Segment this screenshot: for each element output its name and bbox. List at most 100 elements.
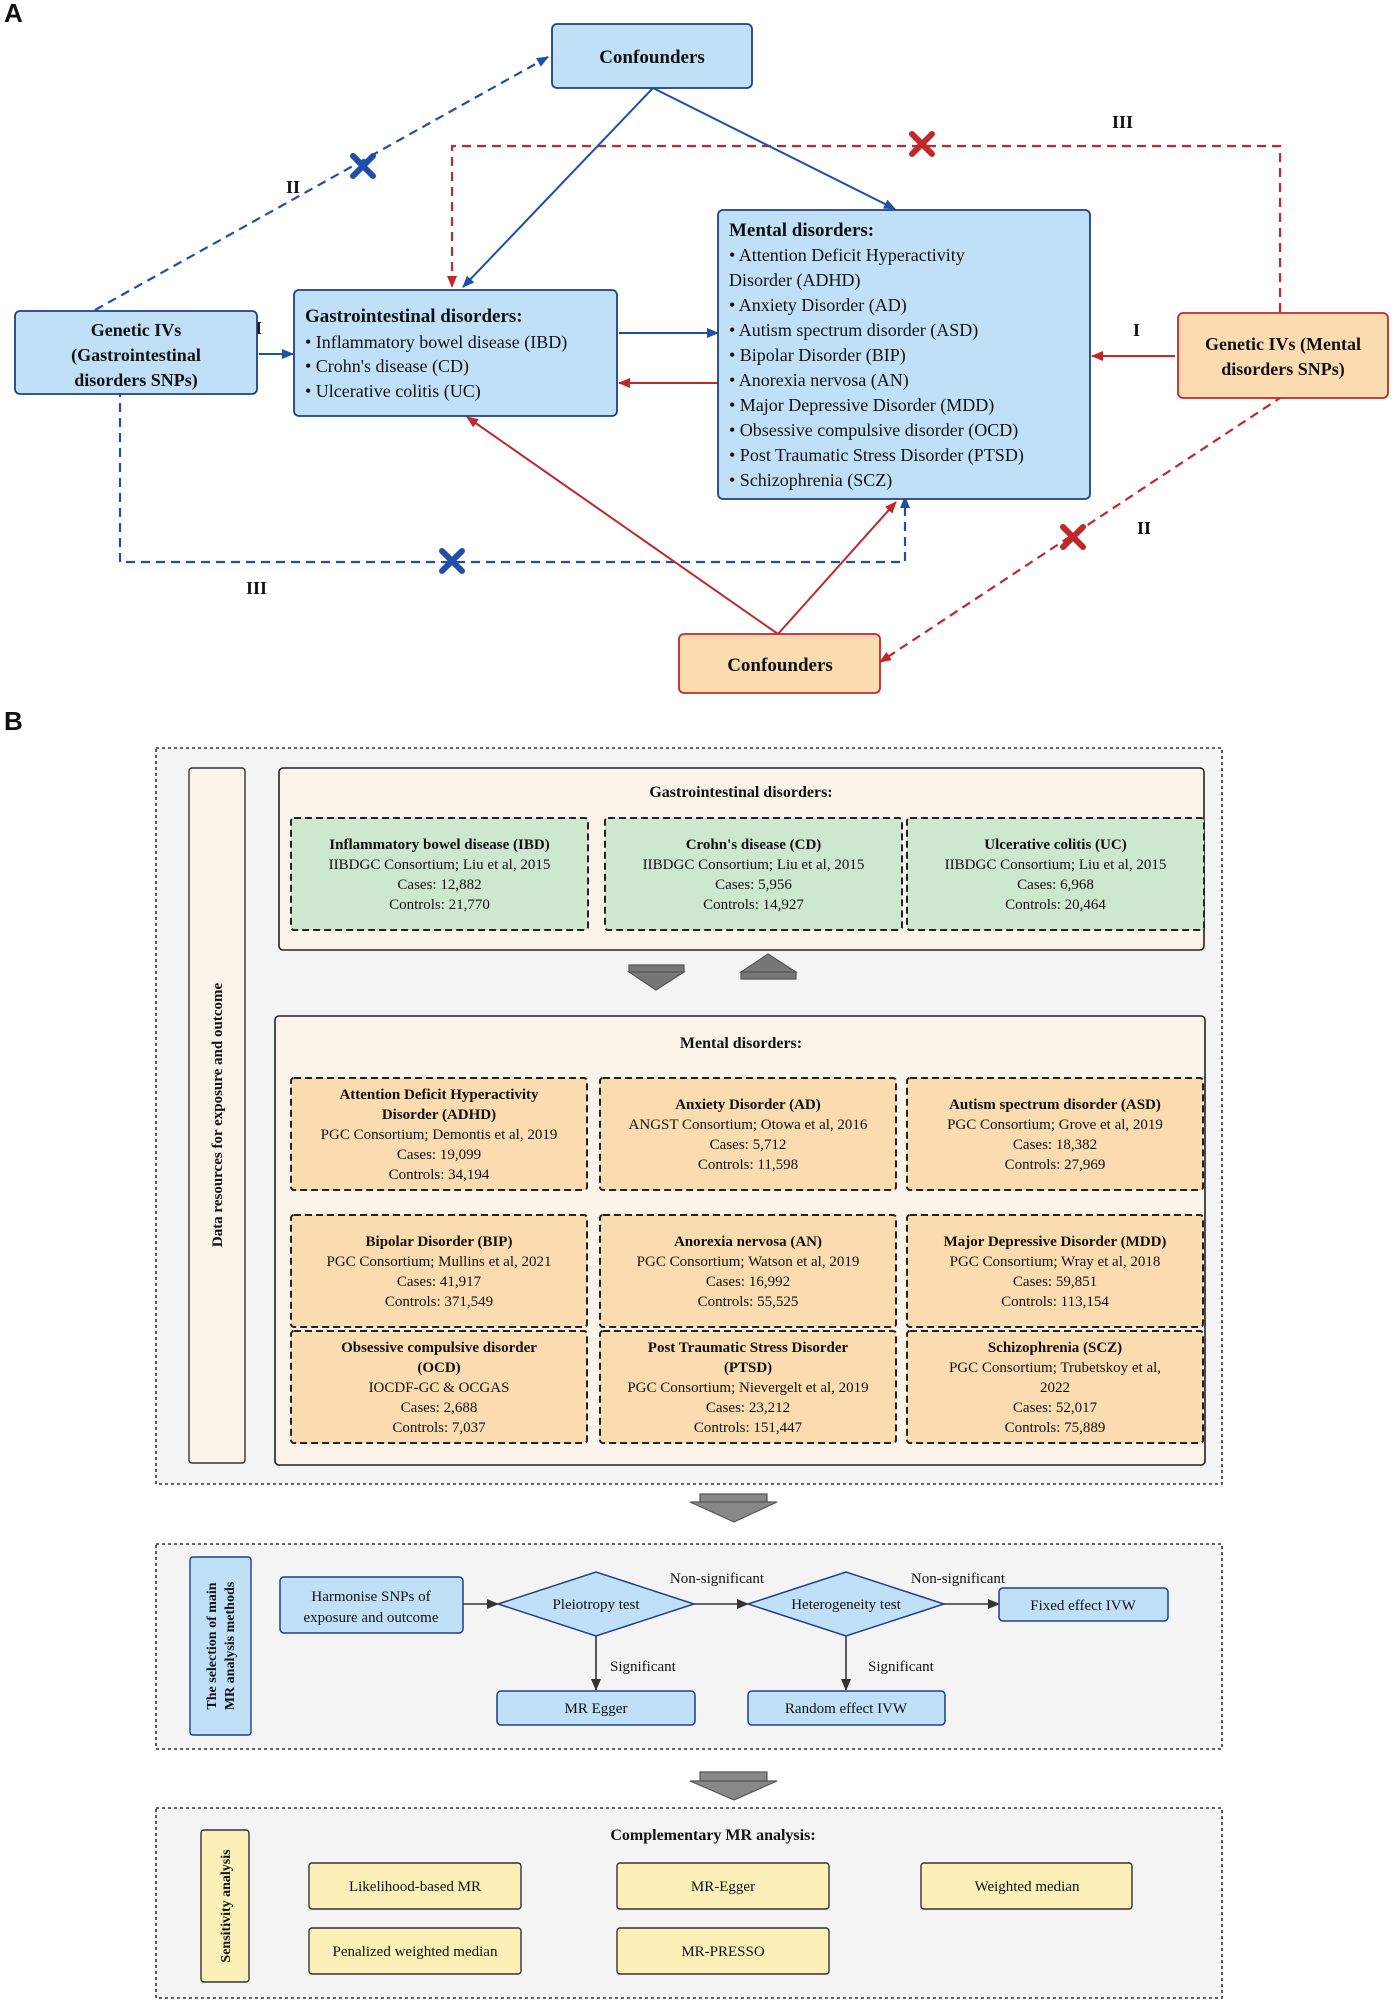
down-arrow-icon (689, 1493, 778, 1523)
label-iii-right: III (1112, 112, 1133, 132)
harmonise-line: Harmonise SNPs of (311, 1589, 430, 1605)
random-effect-label: Random effect IVW (785, 1701, 908, 1717)
card-line: Cases: 6,968 (1017, 877, 1094, 893)
card-line: Cases: 12,882 (397, 877, 481, 893)
methods-side-label: MR analysis methods (223, 1581, 238, 1710)
confounders-top-label: Confounders (599, 47, 705, 68)
card-line: Controls: 75,889 (1005, 1420, 1106, 1436)
card-title: Crohn's disease (CD) (686, 837, 822, 853)
card-title: Post Traumatic Stress Disorder (648, 1340, 849, 1356)
method-card (920, 1862, 1133, 1910)
down-arrow-icon (627, 964, 687, 991)
dataset-card: Attention Deficit HyperactivityDisorder … (290, 1077, 588, 1191)
gi-box-item: • Inflammatory bowel disease (IBD) (305, 332, 567, 353)
edge-confounders-bottom-to-gi (466, 416, 779, 635)
card-line: Controls: 113,154 (1001, 1294, 1109, 1310)
dataset-card: Bipolar Disorder (BIP) PGC Consortium; Mu… (290, 1214, 588, 1328)
mr-egger-label: MR Egger (565, 1701, 628, 1717)
cross-icon (350, 153, 376, 179)
card-line: Controls: 27,969 (1005, 1157, 1106, 1173)
card-line: Cases: 18,382 (1013, 1137, 1097, 1153)
dataset-card: Anorexia nervosa (AN)PGC Consortium; Wat… (599, 1214, 897, 1328)
card-line: Cases: 59,851 (1013, 1274, 1097, 1290)
method-label: Penalized weighted median (333, 1944, 498, 1960)
card-line: Controls: 371,549 (385, 1294, 493, 1310)
method-card (308, 1927, 522, 1975)
label-ii-right: II (1137, 518, 1151, 538)
dataset-card: Post Traumatic Stress Disorder(PTSD)PGC … (599, 1330, 897, 1444)
genetic-iv-gi-line: disorders SNPs) (74, 370, 198, 391)
gi-box-item: • Ulcerative colitis (UC) (305, 381, 481, 402)
data-resources-side-label-box (188, 767, 246, 1464)
card-line: PGC Consortium; Demontis et al, 2019 (321, 1127, 558, 1143)
mental-section-title: Mental disorders: (680, 1035, 802, 1052)
gi-box-title: Gastrointestinal disorders: (305, 306, 523, 327)
card-line: PGC Consortium; Trubetskoy et al, (949, 1360, 1161, 1376)
fixed-effect-box (998, 1587, 1169, 1622)
methods-side-label: The selection of main (205, 1582, 220, 1709)
edge-gi-iv-to-mental (118, 388, 910, 564)
dataset-card: Crohn's disease (CD)IIBDGC Consortium; L… (604, 817, 903, 931)
random-effect-box (747, 1690, 946, 1726)
cross-icon (439, 548, 465, 574)
fixed-effect-label: Fixed effect IVW (1030, 1598, 1136, 1614)
card-title: Bipolar Disorder (BIP) (366, 1234, 513, 1250)
dataset-card: Anxiety Disorder (AD) ANGST Consortium; O… (599, 1077, 897, 1191)
sensitivity-side-label: Sensitivity analysis (219, 1849, 234, 1963)
card-line: Cases: 23,212 (706, 1400, 790, 1416)
methods-side-label-box (189, 1556, 252, 1736)
mental-disorders-box: Mental disorders: • Attention Deficit Hy… (717, 209, 1091, 500)
genetic-iv-mental-line: Genetic IVs (Mental (1205, 334, 1361, 355)
edge-confounders-to-gi (462, 87, 654, 288)
genetic-iv-gi-line: Genetic IVs (91, 320, 181, 340)
non-significant-label: Non-significant (911, 1571, 1006, 1587)
card-line: PGC Consortium; Grove et al, 2019 (947, 1117, 1163, 1133)
non-significant-label: Non-significant (670, 1571, 765, 1587)
card-line: Controls: 20,464 (1005, 897, 1106, 913)
card-title: Autism spectrum disorder (ASD) (949, 1097, 1161, 1113)
mental-box-item: • Major Depressive Disorder (MDD) (729, 395, 994, 416)
mental-box-item: • Anorexia nervosa (AN) (729, 370, 909, 391)
card-line: Controls: 55,525 (698, 1294, 799, 1310)
method-card (308, 1862, 522, 1910)
significant-label: Significant (868, 1659, 935, 1675)
card-line: 2022 (1040, 1380, 1070, 1396)
card-line: Controls: 21,770 (389, 897, 490, 913)
dataset-card: Ulcerative colitis (UC)IIBDGC Consortium… (906, 817, 1205, 931)
gi-box-item: • Crohn's disease (CD) (305, 356, 469, 377)
mr-egger-box (496, 1690, 696, 1726)
label-ii-left: II (286, 177, 300, 197)
card-title: Disorder (ADHD) (382, 1107, 496, 1123)
card-title: Major Depressive Disorder (MDD) (944, 1234, 1167, 1250)
card-title: Anxiety Disorder (AD) (675, 1097, 821, 1113)
card-line: Cases: 16,992 (706, 1274, 790, 1290)
dataset-card: Major Depressive Disorder (MDD)PGC Conso… (906, 1214, 1204, 1328)
data-resources-side-label: Data resources for exposure and outcome (210, 983, 226, 1248)
card-title: Attention Deficit Hyperactivity (339, 1087, 539, 1103)
mental-box-item: • Anxiety Disorder (AD) (729, 295, 907, 316)
card-line: Cases: 5,956 (715, 877, 792, 893)
card-title: (OCD) (417, 1360, 460, 1376)
dataset-card: Schizophrenia (SCZ)PGC Consortium; Trube… (906, 1330, 1204, 1444)
confounders-bottom-box: Confounders (678, 633, 881, 694)
label-iii-left: III (246, 578, 267, 598)
pleiotropy-label: Pleiotropy test (552, 1597, 640, 1613)
card-title: (PTSD) (724, 1360, 772, 1376)
card-title: Anorexia nervosa (AN) (674, 1234, 822, 1250)
edge-gi-iv-to-confounders (94, 56, 549, 311)
complementary-title: Complementary MR analysis: (610, 1827, 815, 1844)
dataset-card: Autism spectrum disorder (ASD) PGC Consor… (906, 1077, 1204, 1191)
card-line: ANGST Consortium; Otowa et al, 2016 (629, 1117, 868, 1133)
card-line: Controls: 34,194 (389, 1167, 490, 1183)
mental-box-item: • Attention Deficit Hyperactivity (729, 245, 965, 265)
card-line: IIBDGC Consortium; Liu et al, 2015 (945, 857, 1167, 873)
dataset-card: Obsessive compulsive disorder(OCD)IOCDF-… (290, 1330, 588, 1444)
card-line: IOCDF-GC & OCGAS (369, 1380, 510, 1396)
card-line: PGC Consortium; Mullins et al, 2021 (326, 1254, 551, 1270)
mental-box-item: • Autism spectrum disorder (ASD) (729, 320, 978, 341)
mental-box-item: • Post Traumatic Stress Disorder (PTSD) (729, 445, 1024, 466)
card-line: Cases: 5,712 (710, 1137, 787, 1153)
panel-b-letter: B (4, 706, 23, 736)
dataset-card: Inflammatory bowel disease (IBD)IIBDGC C… (290, 817, 589, 931)
genetic-iv-mental-line: disorders SNPs) (1221, 359, 1345, 380)
